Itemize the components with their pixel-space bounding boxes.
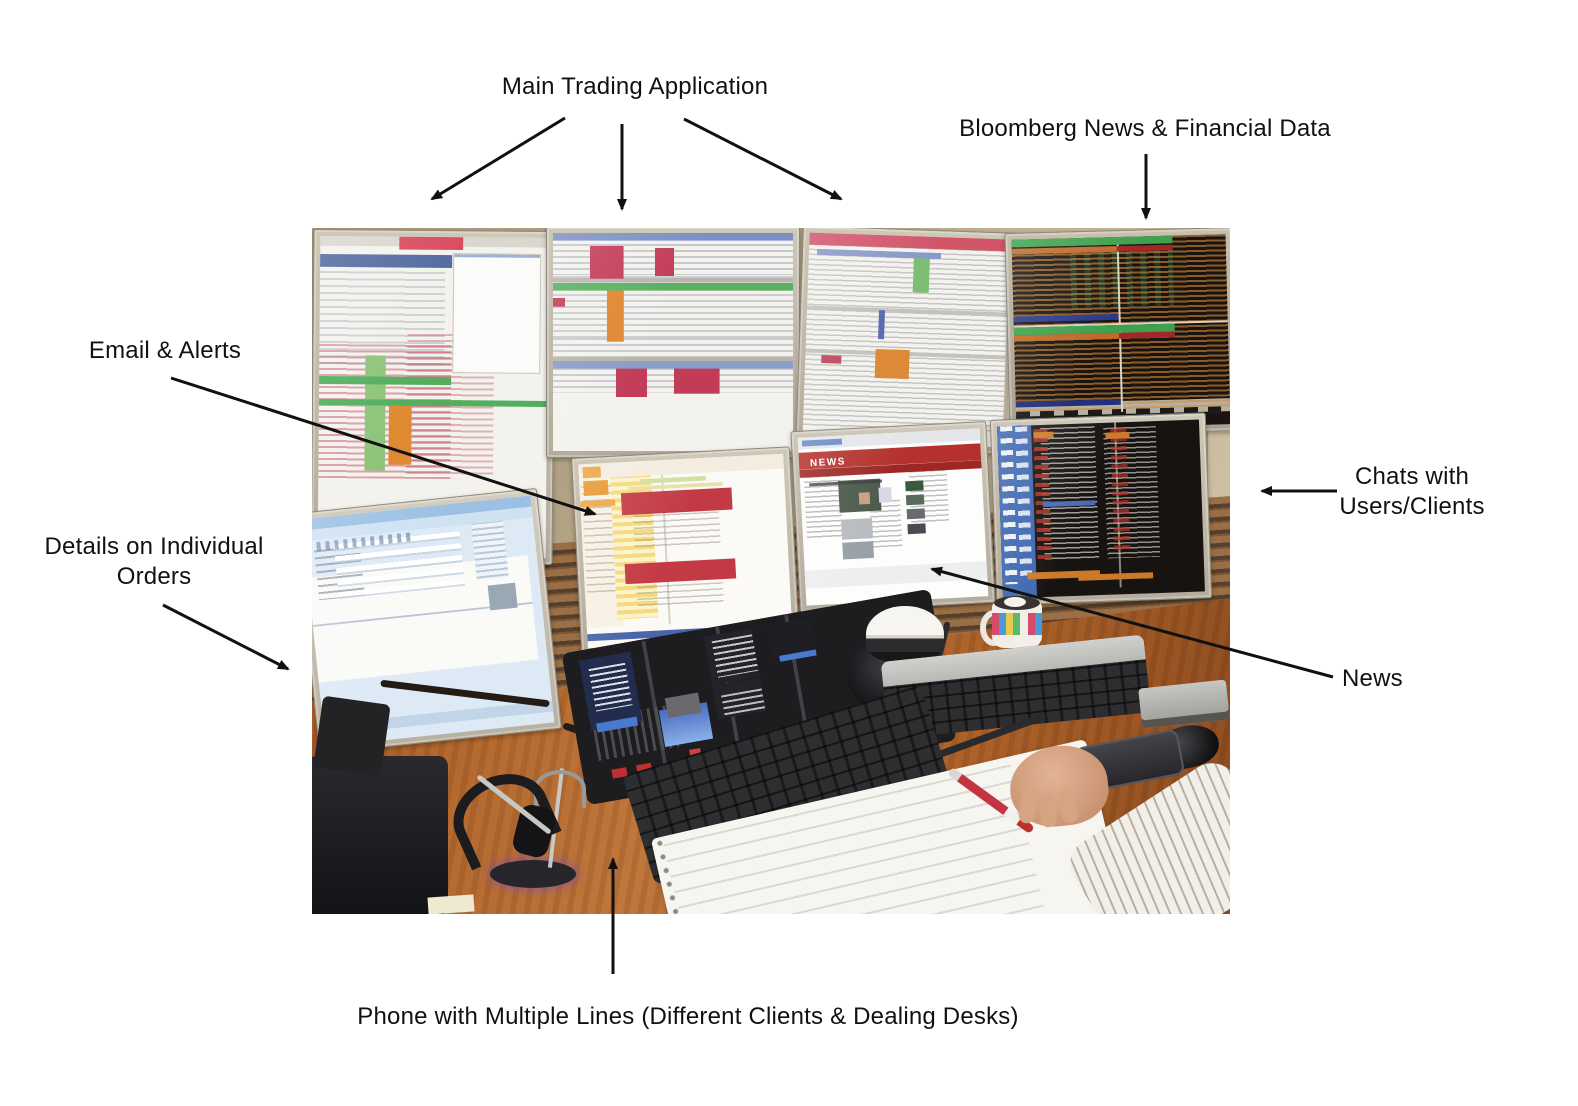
arrow-main-app-left	[430, 116, 566, 201]
blank-panel	[451, 253, 542, 375]
headset-stand-hook	[534, 770, 586, 808]
finger	[1017, 788, 1039, 825]
label-main-trading-application: Main Trading Application	[501, 73, 769, 100]
trading-desk-photo: NEWS	[312, 228, 1230, 914]
label-news: News	[1342, 665, 1403, 692]
label-phone-multi-lines: Phone with Multiple Lines (Different Cli…	[357, 1003, 1019, 1030]
label-details-orders: Details on Individual Orders	[44, 533, 264, 591]
finger	[1040, 793, 1057, 828]
mug-froth	[1004, 597, 1026, 607]
trading-sheets-screen	[802, 232, 1010, 448]
sticky-note	[427, 894, 475, 914]
monitor-stand-base	[312, 756, 448, 914]
arrow-details-orders	[162, 603, 290, 671]
label-email-alerts: Email & Alerts	[88, 337, 242, 364]
news-banner-text: NEWS	[809, 456, 847, 470]
monitor-stand-column	[313, 695, 391, 777]
trading-blotter-screen	[553, 233, 793, 451]
bloomberg-screen	[1011, 234, 1230, 430]
label-chats-users-clients: Chats with Users/Clients	[1339, 463, 1485, 521]
monitor-news-webpage: NEWS	[790, 420, 996, 614]
headset-stand-base	[490, 860, 576, 888]
news-screen: NEWS	[797, 428, 989, 606]
chat-screen	[997, 419, 1205, 599]
finger	[1057, 788, 1079, 825]
monitor-bloomberg-terminal	[1004, 228, 1230, 437]
monitor-chat-terminal	[989, 412, 1213, 606]
arrow-main-app-right	[683, 117, 843, 201]
coffee-mug	[980, 594, 1046, 650]
label-bloomberg-news: Bloomberg News & Financial Data	[959, 115, 1331, 142]
speakerphone-dome	[866, 606, 944, 662]
monitor-trading-blotter	[546, 228, 800, 458]
